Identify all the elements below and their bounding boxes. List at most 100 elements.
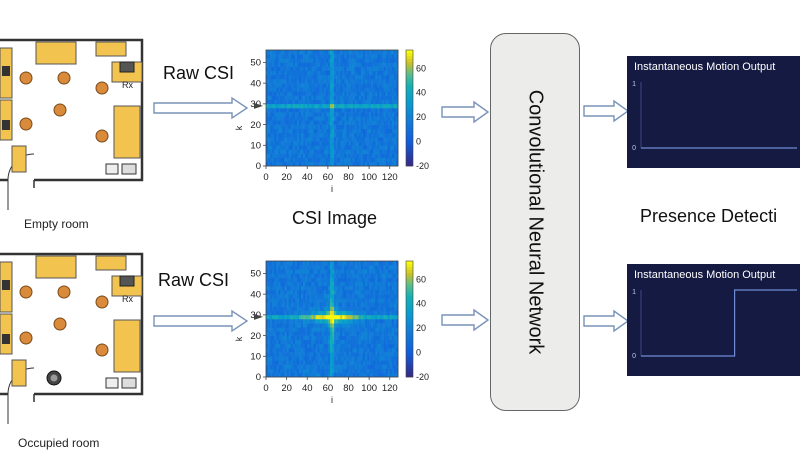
colorbar-segment [406,73,413,77]
chair-icon [53,317,67,331]
arrow-cnn-to-output-top [583,99,630,123]
colorbar-segment [406,362,413,366]
csi-image-label: CSI Image [292,208,378,228]
occupied-room-label: Occupied room [18,436,100,450]
printer-icon [121,377,137,389]
y-tick-label: 50 [250,269,261,280]
colorbar-segment [406,160,413,164]
monitor-icon [2,334,10,344]
heatmap-frame [265,49,399,167]
colorbar-segment [406,330,413,334]
x-tick-label: 120 [382,383,398,394]
x-axis-label: i [331,184,333,194]
x-tick-label: 60 [323,172,334,183]
colorbar-segment [406,139,413,144]
colorbar-tick-label: 20 [416,112,426,122]
colorbar-segment [406,307,413,311]
desk [95,255,127,271]
colorbar-segment [406,90,413,94]
monitor-icon [2,280,10,290]
x-tick-label: 20 [281,172,292,183]
cnn-label: Convolutional Neural Network [524,89,547,355]
colorbar-segment [406,102,413,106]
colorbar-segment [406,319,413,323]
cnn-block [490,33,580,411]
csi-heatmap-occupied: 02040608010012001020304050ik6040200-20 [234,260,429,405]
x-tick-label: 100 [361,383,377,394]
colorbar-segment [406,125,413,129]
colorbar-segment [406,79,413,83]
heatmap-frame [265,260,399,378]
heatmap-cells [266,50,399,167]
y-tick-label: 20 [250,120,261,131]
printer-icon [105,163,119,175]
x-tick-label: 120 [382,172,398,183]
empty-room-label: Empty room [24,217,89,231]
presence-detection-label: Presence Detecti [640,206,778,226]
rx-label: Rx [122,294,133,304]
colorbar-segment [406,52,413,57]
outer-wall [0,38,144,182]
chair-icon [95,295,109,309]
empty-room-floor-plan: Rx [0,38,144,210]
colorbar-tick-label: 60 [416,63,426,73]
person-head-icon [50,374,58,382]
colorbar-segment [406,105,413,109]
heatmap-cells [266,261,399,378]
colorbar-segment [406,301,413,305]
colorbar-segment [406,287,413,291]
chair-icon [95,81,109,95]
colorbar-segment [406,290,413,294]
desk [35,41,77,65]
colorbar-segment [406,110,413,115]
x-tick-label: 60 [323,383,334,394]
colorbar-segment [406,327,413,331]
chair-icon [19,117,33,131]
colorbar-segment [406,119,413,123]
desk [113,319,141,373]
colorbar-segment [406,272,413,276]
colorbar-segment [406,266,413,270]
x-tick-label: 80 [343,172,354,183]
colorbar-segment [406,122,413,126]
y-axis-label: k [234,125,244,130]
colorbar-segment [406,304,413,308]
y-pointer-icon [254,313,263,320]
colorbar-segment [406,163,413,167]
colorbar-segment [406,284,413,288]
colorbar-segment [406,64,413,68]
colorbar-segment [406,310,413,314]
desk [11,359,27,387]
colorbar-segment [406,324,413,328]
colorbar-segment [406,281,413,285]
colorbar-tick-label: 60 [416,274,426,284]
arrow-room-to-csi-top [153,96,249,120]
colorbar-segment [406,336,413,340]
rx-device-icon [119,61,135,73]
y-tick-label: 0 [256,161,261,172]
colorbar-segment [406,113,413,117]
x-tick-label: 100 [361,172,377,183]
x-tick-label: 0 [263,383,268,394]
motion-output-line [641,289,797,357]
colorbar-tick-label: -20 [416,372,429,382]
colorbar-segment [406,263,413,268]
colorbar-segment [406,134,413,138]
colorbar-segment [406,61,413,65]
chair-icon [57,71,71,85]
colorbar-segment [406,58,413,62]
colorbar-segment [406,70,413,74]
x-axis-label: i [331,395,333,405]
outer-wall [0,252,144,396]
colorbar-segment [406,365,413,369]
colorbar-segment [406,313,413,317]
chair-icon [19,331,33,345]
y-tick-top: 1 [632,81,636,88]
colorbar-segment [406,356,413,360]
colorbar-frame [405,49,414,167]
rx-device-icon [119,275,135,287]
colorbar-segment [406,278,413,282]
colorbar-segment [406,148,413,152]
